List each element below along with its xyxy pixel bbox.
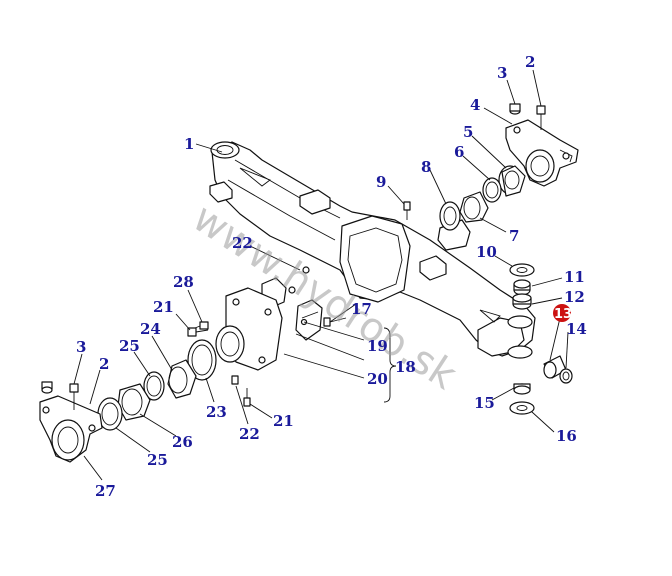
label-13[interactable]: 13 [554,307,572,322]
washer-right[interactable] [509,103,521,115]
label-3b[interactable]: 3 [76,338,86,356]
label-3[interactable]: 3 [497,64,507,82]
seal-6[interactable] [482,177,502,203]
label-26[interactable]: 26 [172,433,193,451]
label-9[interactable]: 9 [376,173,386,191]
label-4[interactable]: 4 [470,96,480,114]
label-15[interactable]: 15 [474,394,495,412]
label-18[interactable]: 18 [395,358,416,376]
label-13-highlight[interactable]: 13 [553,304,572,322]
label-21b[interactable]: 21 [273,412,294,430]
seal-8[interactable] [439,201,461,231]
label-25[interactable]: 25 [119,337,140,355]
label-6[interactable]: 6 [454,143,464,161]
washer-16[interactable] [509,401,535,415]
grease-nipple-9[interactable] [403,201,411,220]
label-2b[interactable]: 2 [99,355,109,373]
label-22[interactable]: 22 [232,234,253,252]
label-23[interactable]: 23 [206,403,227,421]
washer-10[interactable] [509,263,535,277]
label-19[interactable]: 19 [367,337,388,355]
highlight-badge [553,304,571,322]
seal-23[interactable] [187,339,217,381]
support-bracket-right[interactable] [505,119,579,187]
bushing-24[interactable] [167,359,197,399]
part-labels: 1 2 3 4 5 6 7 8 9 10 11 12 13 14 15 16 1… [76,53,587,500]
hub-flange[interactable] [215,287,283,371]
washer-left[interactable] [41,381,53,394]
axle-housing[interactable] [209,141,536,359]
bearing-11[interactable] [513,279,531,296]
bolt-21b[interactable] [243,388,251,407]
bushing-5[interactable] [498,165,526,197]
label-28[interactable]: 28 [173,273,194,291]
label-17[interactable]: 17 [351,300,372,318]
label-16[interactable]: 16 [556,427,577,445]
label-27[interactable]: 27 [95,482,116,500]
bearing-12[interactable] [512,293,532,310]
nut-22b[interactable] [231,375,239,385]
seal-25[interactable] [143,371,165,401]
label-7[interactable]: 7 [509,227,519,245]
leader-lines [73,69,569,481]
label-8[interactable]: 8 [421,158,431,176]
bolt-21a[interactable] [187,327,209,337]
label-2[interactable]: 2 [525,53,535,71]
label-24[interactable]: 24 [140,320,161,338]
seal-14[interactable] [559,368,573,384]
support-bracket-left[interactable] [39,395,103,463]
label-25b[interactable]: 25 [147,451,168,469]
label-14[interactable]: 14 [566,320,587,338]
bracket-17[interactable] [295,299,323,341]
label-12[interactable]: 12 [564,288,585,306]
label-5[interactable]: 5 [463,123,473,141]
label-11[interactable]: 11 [564,268,585,286]
label-21[interactable]: 21 [153,298,174,316]
bearing-15[interactable] [513,383,531,395]
label-22b[interactable]: 22 [239,425,260,443]
label-1[interactable]: 1 [184,135,194,153]
label-10[interactable]: 10 [476,243,497,261]
label-20[interactable]: 20 [367,370,388,388]
